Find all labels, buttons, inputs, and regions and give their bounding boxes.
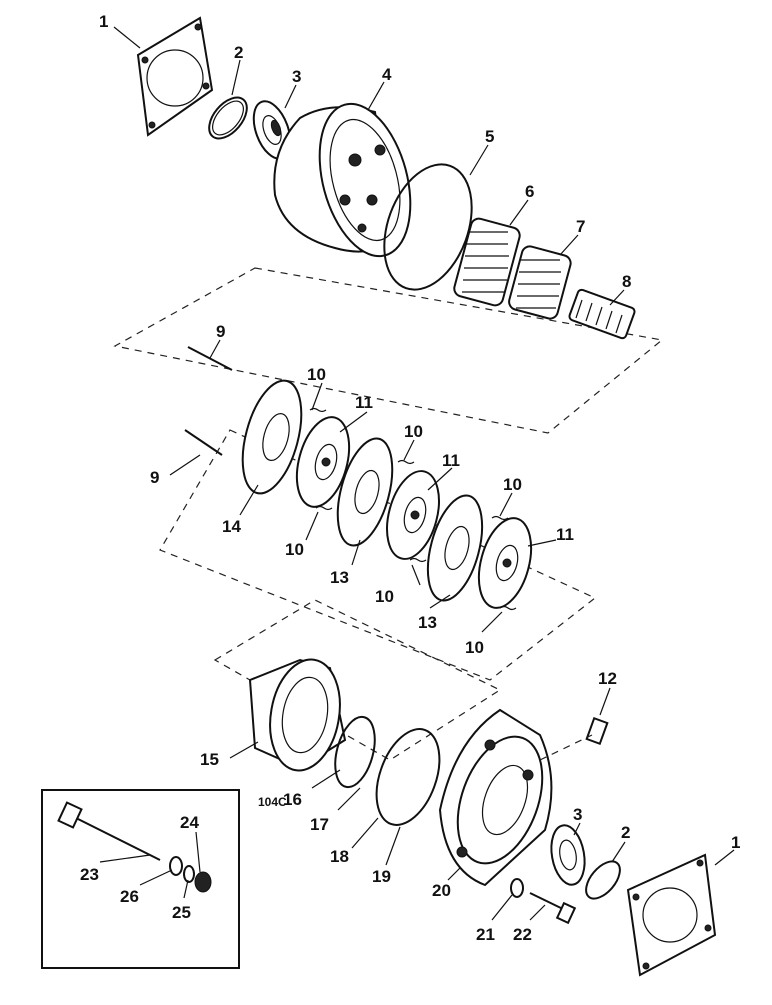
cover-20 bbox=[438, 708, 553, 887]
callout-12: 12 bbox=[598, 669, 617, 688]
splined-hub bbox=[568, 288, 636, 340]
bearing-bottom bbox=[550, 824, 586, 886]
breather-12 bbox=[585, 716, 609, 746]
gasket-bottom bbox=[626, 853, 717, 977]
breather-leader bbox=[539, 734, 593, 761]
inset-hardware-box bbox=[41, 789, 240, 969]
callout-10-a: 10 bbox=[307, 365, 326, 384]
callout-11-a: 11 bbox=[355, 393, 373, 412]
callout-8: 8 bbox=[622, 272, 631, 291]
spring-pack-7 bbox=[508, 245, 572, 320]
callout-23: 23 bbox=[80, 865, 99, 884]
frame-spring-group bbox=[113, 267, 664, 434]
callout-11-c: 11 bbox=[556, 525, 574, 544]
callout-19: 19 bbox=[372, 867, 391, 886]
callout-10-e: 10 bbox=[375, 587, 394, 606]
piston-15 bbox=[248, 658, 347, 772]
gasket-top bbox=[136, 16, 214, 137]
clutch-housing bbox=[273, 102, 412, 258]
callout-3-top: 3 bbox=[292, 67, 301, 86]
separator-plate-13b bbox=[426, 494, 484, 602]
callout-10-c: 10 bbox=[503, 475, 522, 494]
callout-13-b: 13 bbox=[418, 613, 437, 632]
callout-3-bottom: 3 bbox=[573, 805, 582, 824]
callout-18: 18 bbox=[330, 847, 349, 866]
callout-9-bottom: 9 bbox=[150, 468, 159, 487]
bolt-22 bbox=[529, 892, 577, 925]
callout-5: 5 bbox=[485, 127, 494, 146]
callout-4: 4 bbox=[382, 65, 392, 84]
pin-lower bbox=[184, 429, 223, 456]
callout-15: 15 bbox=[200, 750, 219, 769]
callout-25: 25 bbox=[172, 903, 191, 922]
o-ring-large bbox=[383, 163, 473, 291]
snap-ring-bottom bbox=[585, 860, 621, 900]
callout-9-top: 9 bbox=[216, 322, 225, 341]
spring-pack-6 bbox=[453, 217, 521, 307]
seal-16 bbox=[334, 715, 376, 789]
callout-labels: 1 2 3 4 5 6 7 8 9 9 10 11 10 11 10 11 14… bbox=[80, 12, 740, 944]
callout-22: 22 bbox=[513, 925, 532, 944]
callout-13-a: 13 bbox=[330, 568, 349, 587]
callout-24: 24 bbox=[180, 813, 199, 832]
frame-disc-group bbox=[159, 429, 597, 681]
friction-disc-3 bbox=[477, 517, 533, 609]
callout-2-top: 2 bbox=[234, 43, 243, 62]
callout-17: 17 bbox=[310, 815, 329, 834]
separator-plate-14 bbox=[241, 379, 303, 495]
drawing-code: 104C bbox=[258, 795, 287, 809]
callout-26: 26 bbox=[120, 887, 139, 906]
callout-20: 20 bbox=[432, 881, 451, 900]
callout-1-top: 1 bbox=[99, 12, 108, 31]
callout-7: 7 bbox=[576, 217, 585, 236]
pin-upper bbox=[187, 346, 233, 371]
friction-disc-2 bbox=[386, 470, 440, 560]
separator-plate-13a bbox=[336, 437, 394, 547]
callout-6: 6 bbox=[525, 182, 534, 201]
callout-21: 21 bbox=[476, 925, 495, 944]
friction-disc-1 bbox=[295, 416, 351, 508]
callout-2-bottom: 2 bbox=[621, 823, 630, 842]
callout-10-f: 10 bbox=[465, 638, 484, 657]
callout-16: 16 bbox=[283, 790, 302, 809]
callout-14: 14 bbox=[222, 517, 241, 536]
leader-lines bbox=[99, 26, 735, 921]
callout-10-d: 10 bbox=[285, 540, 304, 559]
snap-ring-top bbox=[208, 96, 248, 140]
callout-1-bottom: 1 bbox=[731, 833, 740, 852]
seal-18 bbox=[375, 728, 441, 826]
washer-21 bbox=[510, 878, 524, 898]
callout-10-b: 10 bbox=[404, 422, 423, 441]
callout-11-b: 11 bbox=[442, 451, 460, 470]
